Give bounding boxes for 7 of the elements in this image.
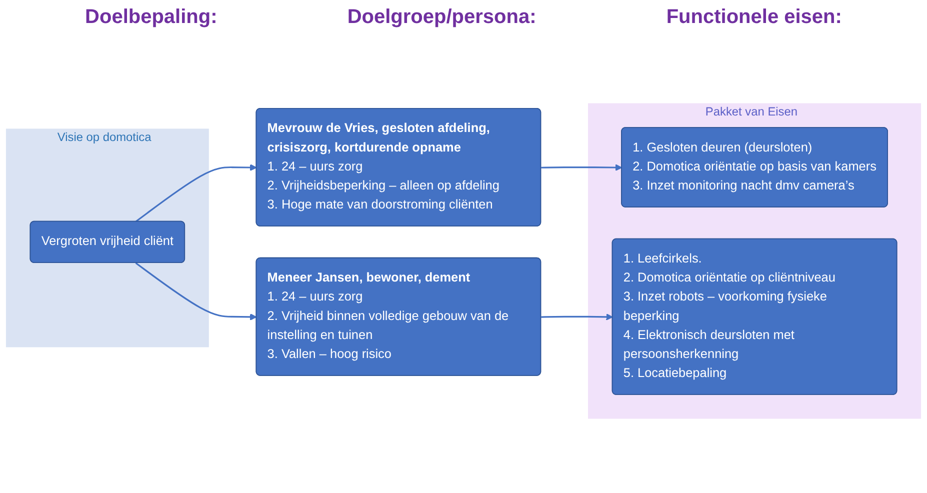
column-heading: Doelbepaling:: [85, 6, 218, 29]
column-heading: Functionele eisen:: [666, 6, 842, 29]
arrow: [135, 164, 257, 222]
arrow: [135, 262, 257, 320]
arrow: [541, 164, 622, 172]
column-heading: Doelgroep/persona:: [347, 6, 536, 29]
arrow: [541, 313, 613, 320]
